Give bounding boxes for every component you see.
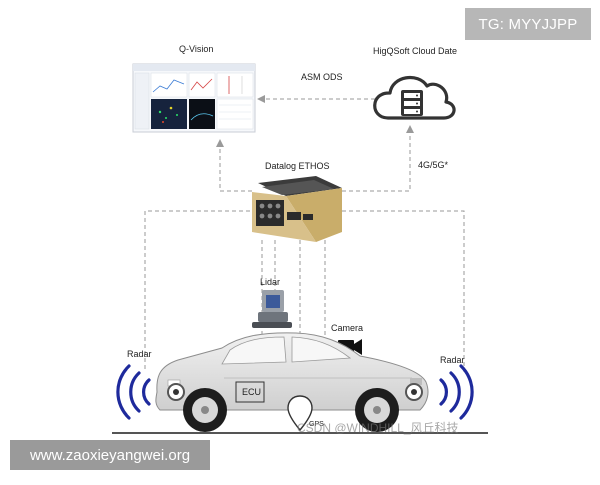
lidar-label: Lidar <box>260 277 281 287</box>
camera-label: Camera <box>331 323 364 333</box>
right-radar-waves <box>439 364 474 420</box>
qvision-label: Q-Vision <box>179 44 214 54</box>
qvision-screen <box>132 63 256 133</box>
cloud-label: HigQSoft Cloud Date <box>373 46 458 56</box>
left-radar-label: Radar <box>127 349 152 359</box>
footer-site-link[interactable]: www.zaoxieyangwei.org <box>10 440 210 470</box>
logger-label: Datalog ETHOS <box>265 161 330 171</box>
gps-label: GPS <box>309 421 324 428</box>
connector-lines <box>144 95 465 402</box>
line-logger-to-left-radar <box>144 210 250 372</box>
right-radar-icon <box>405 383 423 401</box>
arrow-logger-to-qvision <box>216 139 252 192</box>
ecu-label: ECU <box>242 387 262 397</box>
car-body <box>155 332 429 411</box>
network-label: 4G/5G* <box>418 160 449 170</box>
datalog-ethos-device <box>252 176 342 242</box>
line-logger-to-camera <box>324 240 338 351</box>
header-tag: TG: MYYJJPP <box>465 8 591 40</box>
lidar-sensor <box>252 290 292 328</box>
cloud-server-icon <box>373 75 456 120</box>
right-radar-label: Radar <box>440 355 465 365</box>
front-wheel <box>183 388 227 432</box>
watermark: CSDN @WINDHILL_风丘科技 <box>297 421 459 435</box>
line-logger-to-right-radar <box>342 210 465 372</box>
gps-pin-icon <box>287 395 313 432</box>
arrow-logger-to-cloud <box>342 125 414 192</box>
rear-wheel <box>355 388 399 432</box>
ecu-box <box>235 381 265 403</box>
left-radar-waves <box>116 364 151 420</box>
asm-ods-label: ASM ODS <box>301 72 343 82</box>
left-radar-icon <box>167 383 185 401</box>
